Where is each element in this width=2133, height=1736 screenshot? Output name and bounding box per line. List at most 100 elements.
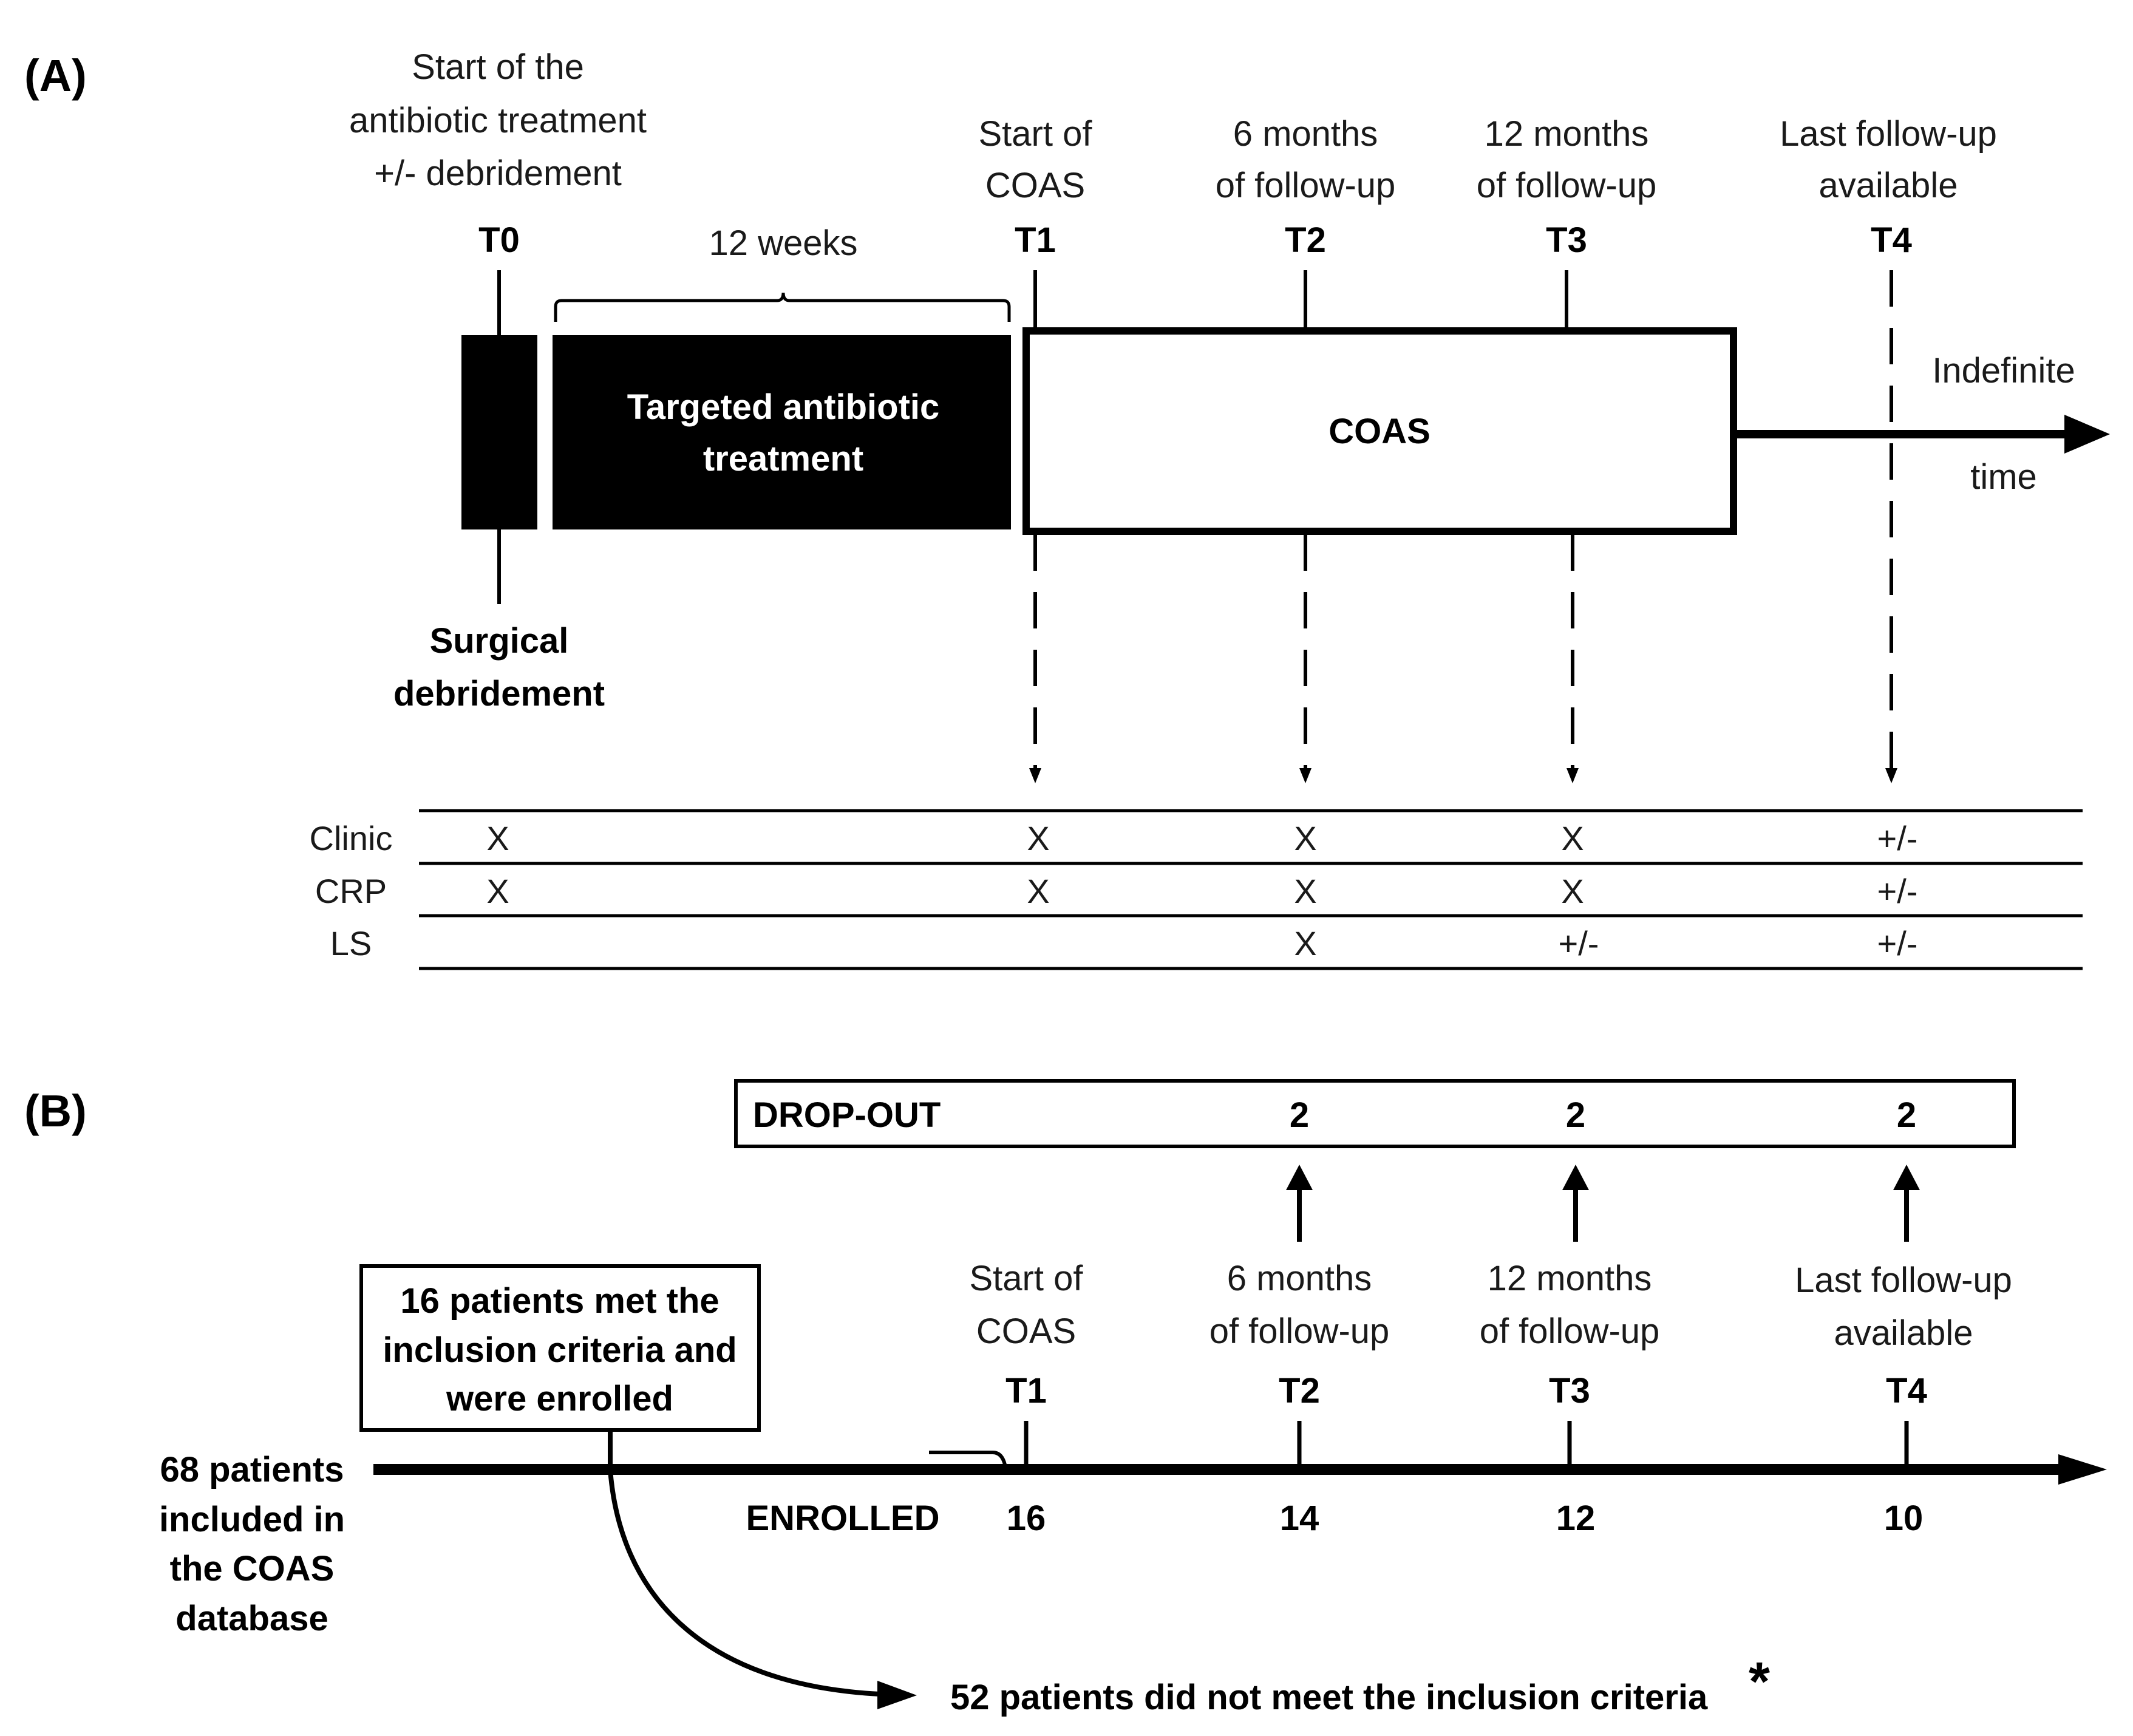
b-t3-id: T3 <box>1549 1371 1590 1411</box>
t4-dash-arrowhead <box>1885 768 1897 783</box>
dropout-t3: 2 <box>1566 1095 1585 1135</box>
t3-line-1: 12 months <box>1485 114 1649 154</box>
panel-b-label: (B) <box>24 1086 87 1136</box>
met-criteria-box <box>359 1264 761 1432</box>
row-label-crp: CRP <box>315 872 387 910</box>
included-line-2: included in <box>159 1500 345 1539</box>
surgical-line-2: debridement <box>393 674 605 713</box>
cell-ls-t4: +/- <box>1877 924 1918 962</box>
duration-brace <box>554 292 1011 322</box>
coas-box-label: COAS <box>1328 412 1431 451</box>
t2-line-2: of follow-up <box>1216 166 1396 205</box>
dropout-arrowhead-t3 <box>1562 1165 1589 1190</box>
b-t2-id: T2 <box>1279 1371 1320 1411</box>
cell-clinic-t0: X <box>486 819 509 857</box>
t1-id: T1 <box>1015 220 1056 260</box>
not-met-label: 52 patients did not meet the inclusion c… <box>950 1678 1708 1717</box>
timepoint-t1-header: Start of COAS T1 <box>979 114 1093 260</box>
dropout-arrowhead-t4 <box>1893 1165 1920 1190</box>
b-timepoint-t3-header: 12 months of follow-up T3 <box>1480 1259 1660 1411</box>
b-t2-line-1: 6 months <box>1227 1259 1372 1298</box>
treatment-line-1: Targeted antibiotic <box>627 387 940 427</box>
indefinite-line-1: Indefinite <box>1932 351 2075 390</box>
cell-crp-t4: +/- <box>1877 872 1918 910</box>
enrolled-label: ENROLLED <box>746 1499 940 1538</box>
enrolled-t4: 10 <box>1884 1499 1924 1538</box>
dropout-box <box>734 1079 2016 1148</box>
dropout-t2: 2 <box>1290 1095 1309 1135</box>
b-t2-line-2: of follow-up <box>1209 1312 1390 1351</box>
indefinite-arrowhead <box>2064 415 2110 454</box>
included-line-1: 68 patients <box>160 1450 344 1489</box>
b-t3-line-1: 12 months <box>1488 1259 1652 1298</box>
assessment-table: Clinic CRP LS X X X X +/- X X X X +/- X … <box>310 809 2083 970</box>
cell-clinic-t1: X <box>1027 819 1049 857</box>
cell-clinic-t2: X <box>1294 819 1316 857</box>
t0-id: T0 <box>478 220 520 260</box>
timepoint-t3-header: 12 months of follow-up T3 <box>1477 114 1657 260</box>
timepoint-t0-header: Start of the antibiotic treatment +/- de… <box>349 47 647 260</box>
b-t1-line-1: Start of <box>970 1259 1084 1298</box>
t3-line-2: of follow-up <box>1477 166 1657 205</box>
dropout-t4: 2 <box>1897 1095 1916 1135</box>
panel-a-label: (A) <box>24 50 87 101</box>
b-t4-line-1: Last follow-up <box>1795 1261 2012 1300</box>
t3-dash-arrowhead <box>1567 768 1579 783</box>
cell-crp-t0: X <box>486 872 509 910</box>
t0-line-3: +/- debridement <box>374 154 622 193</box>
b-timepoint-t4-header: Last follow-up available T4 <box>1795 1261 2012 1411</box>
cell-ls-t2: X <box>1294 924 1316 962</box>
met-line-3: were enrolled <box>446 1379 673 1418</box>
cell-crp-t3: X <box>1561 872 1584 910</box>
t4-line-2: available <box>1819 166 1958 205</box>
timepoint-t4-header: Last follow-up available T4 <box>1780 114 1997 260</box>
b-t1-line-2: COAS <box>976 1312 1076 1351</box>
debridement-block <box>461 335 537 529</box>
b-t3-line-2: of follow-up <box>1480 1312 1660 1351</box>
b-t4-line-2: available <box>1834 1313 1973 1353</box>
cell-ls-t3: +/- <box>1559 924 1599 962</box>
t1-line-2: COAS <box>985 166 1085 205</box>
t3-id: T3 <box>1546 220 1587 260</box>
t2-dash-arrowhead <box>1299 768 1311 783</box>
met-line-2: inclusion criteria and <box>383 1330 737 1370</box>
dropout-arrowhead-t2 <box>1286 1165 1313 1190</box>
timepoint-t2-header: 6 months of follow-up T2 <box>1216 114 1396 260</box>
t0-line-2: antibiotic treatment <box>349 101 647 140</box>
cell-crp-t1: X <box>1027 872 1049 910</box>
t4-id: T4 <box>1871 220 1912 260</box>
t2-id: T2 <box>1285 220 1326 260</box>
t1-line-1: Start of <box>979 114 1093 154</box>
not-met-arrowhead <box>877 1681 917 1709</box>
included-line-4: database <box>175 1599 328 1638</box>
duration-label: 12 weeks <box>709 223 857 263</box>
enrolled-t1: 16 <box>1007 1499 1046 1538</box>
surgical-line-1: Surgical <box>430 621 569 661</box>
b-bracket <box>929 1451 1007 1465</box>
b-t1-id: T1 <box>1005 1371 1047 1411</box>
row-label-ls: LS <box>330 924 372 962</box>
t2-line-1: 6 months <box>1233 114 1378 154</box>
enrolled-t2: 14 <box>1280 1499 1319 1538</box>
b-timepoint-t2-header: 6 months of follow-up T2 <box>1209 1259 1390 1411</box>
row-label-clinic: Clinic <box>310 819 393 857</box>
coas-box <box>1022 327 1737 535</box>
b-timeline-arrowhead <box>2058 1454 2107 1485</box>
treatment-line-2: treatment <box>703 439 863 478</box>
not-met-asterisk: * <box>1749 1652 1770 1712</box>
met-line-1: 16 patients met the <box>400 1281 719 1321</box>
cell-clinic-t3: X <box>1561 819 1584 857</box>
indefinite-line-2: time <box>1970 457 2037 497</box>
b-timepoint-t1-header: Start of COAS T1 <box>970 1259 1084 1411</box>
treatment-box <box>553 335 1011 529</box>
b-t4-id: T4 <box>1886 1371 1927 1411</box>
cell-clinic-t4: +/- <box>1877 819 1918 857</box>
t0-line-1: Start of the <box>412 47 584 87</box>
cell-crp-t2: X <box>1294 872 1316 910</box>
not-met-curve <box>608 1469 881 1697</box>
dropout-label: DROP-OUT <box>753 1095 941 1135</box>
t4-line-1: Last follow-up <box>1780 114 1997 154</box>
t1-dash-arrowhead <box>1029 768 1041 783</box>
included-line-3: the COAS <box>170 1549 335 1588</box>
